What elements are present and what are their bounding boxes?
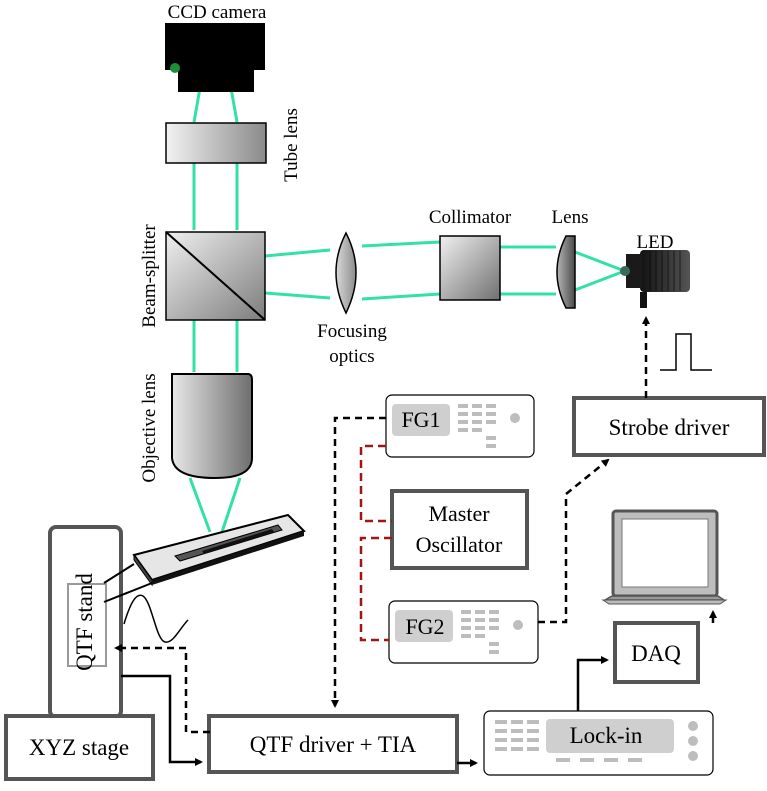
tube-lens-label: Tube lens xyxy=(281,108,302,182)
tube-lens xyxy=(165,122,267,164)
fg1-label: FG1 xyxy=(401,407,440,432)
xyz-stage-label: XYZ stage xyxy=(29,735,129,760)
qtf-stand-label: QTF stand xyxy=(72,573,97,671)
beam-splitter xyxy=(165,231,266,321)
fg2-label: FG2 xyxy=(405,614,444,639)
strobe-driver-label: Strobe driver xyxy=(609,415,730,440)
objective-lens xyxy=(171,373,253,480)
reference-clock-links xyxy=(359,444,392,642)
strobe-driver-box xyxy=(572,396,766,457)
master-oscillator-label-line1: Master xyxy=(428,501,490,526)
led xyxy=(620,250,690,308)
tuning-fork-sample xyxy=(103,513,306,603)
lock-in-label: Lock-in xyxy=(570,723,643,748)
daq-label: DAQ xyxy=(631,641,681,666)
collimator-label: Collimator xyxy=(429,207,512,228)
daq-box xyxy=(613,621,700,684)
light-beams xyxy=(188,87,623,533)
computer-icon xyxy=(601,509,728,605)
control-links xyxy=(114,316,650,734)
fg1-device xyxy=(385,394,535,458)
qtf-driver-label: QTF driver + TIA xyxy=(250,732,417,757)
focusing-optics-label-line1: Focusing xyxy=(317,321,387,342)
ccd-camera xyxy=(165,23,265,92)
lock-in-device xyxy=(483,710,714,776)
lens xyxy=(556,235,576,309)
master-oscillator-label-line2: Oscillator xyxy=(416,532,503,557)
sine-wave-icon xyxy=(123,594,189,643)
ccd-camera-label: CCD camera xyxy=(168,2,267,23)
led-label: LED xyxy=(637,232,674,253)
collimator xyxy=(439,235,501,301)
signal-links xyxy=(121,610,717,767)
xyz-stage-box xyxy=(4,714,155,781)
fg2-device xyxy=(388,600,539,664)
qtf-holder xyxy=(67,583,107,667)
objective-lens-label: Objective lens xyxy=(139,373,160,482)
focusing-lens xyxy=(335,231,357,315)
master-oscillator-box xyxy=(390,489,529,570)
beam-splitter-label: Beam-splitter xyxy=(139,224,160,328)
qtf-driver-box xyxy=(207,714,459,774)
lens-label: Lens xyxy=(552,207,589,228)
pulse-waveform-icon xyxy=(660,333,712,371)
focusing-optics-label-line2: optics xyxy=(329,346,374,367)
